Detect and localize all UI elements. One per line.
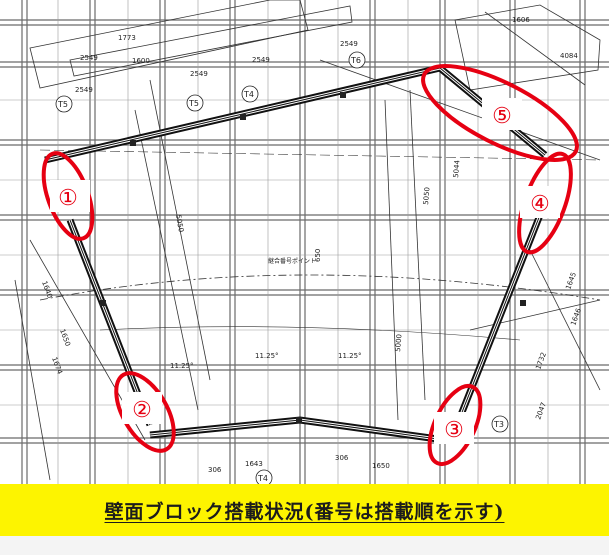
dim-bottom-2: 1643 <box>245 460 263 468</box>
dim-5050-a: 5050 <box>174 214 185 233</box>
angle-2: 11.25° <box>255 352 279 360</box>
marker-2: ② <box>132 398 152 423</box>
marker-5: ⑤ <box>492 104 512 129</box>
member-tags: T5 T5 T4 T6 T4 T3 <box>55 51 509 484</box>
structural-drawing: 1773 1600 2549 2549 2549 2549 2549 1606 … <box>0 0 609 484</box>
marker-3: ③ <box>444 418 464 443</box>
grid-rows <box>0 19 609 444</box>
angle-3: 11.25° <box>338 352 362 360</box>
dim-2549-e: 2549 <box>80 54 98 62</box>
tag-t5-a: T5 <box>57 100 68 109</box>
tag-t3: T3 <box>493 420 504 429</box>
dim-2549-b: 2549 <box>190 70 208 78</box>
block-joints <box>100 92 526 423</box>
highlight-5 <box>421 64 579 162</box>
dim-1773: 1773 <box>118 34 136 42</box>
angle-1: 11.25° <box>170 362 194 370</box>
tag-t6: T6 <box>350 56 361 65</box>
dim-5000: 5000 <box>394 334 404 352</box>
dim-left-2: 1650 <box>58 328 72 347</box>
dim-5050-b: 5050 <box>422 187 432 205</box>
dim-right-4: 2047 <box>534 401 548 420</box>
dim-right-1: 1645 <box>564 271 578 290</box>
radial-line <box>39 149 601 161</box>
dim-1606: 1606 <box>512 16 530 24</box>
dim-bottom-4: 1650 <box>372 462 390 470</box>
dim-2549-a: 2549 <box>75 86 93 94</box>
marker-4: ④ <box>530 192 550 217</box>
caption-bar: 壁面ブロック搭載状況(番号は搭載順を示す) <box>0 484 609 536</box>
tag-t5-b: T5 <box>188 99 199 108</box>
marker-1: ① <box>58 186 78 211</box>
caption-text: 壁面ブロック搭載状況(番号は搭載順を示す) <box>104 500 505 523</box>
dim-4084: 4084 <box>560 52 578 60</box>
dim-650: 650 <box>314 249 322 262</box>
grid-columns <box>21 0 586 484</box>
dim-2549-d: 2549 <box>340 40 358 48</box>
note-label: 継合番号ポイント <box>268 257 316 265</box>
dim-bottom-1: 306 <box>208 466 222 474</box>
dash-arc-lower <box>99 326 521 341</box>
dim-right-2: 1646 <box>569 307 583 327</box>
dimension-frames <box>14 0 601 481</box>
dim-bottom-3: 306 <box>335 454 349 462</box>
bottom-strip <box>0 536 609 555</box>
dim-right-3: 1732 <box>534 351 548 370</box>
dim-1600: 1600 <box>132 57 150 65</box>
dim-5044: 5044 <box>452 159 462 178</box>
tag-t4-b: T4 <box>257 474 268 483</box>
number-markers: ① ② ③ ④ ⑤ <box>50 98 560 444</box>
tag-t4-a: T4 <box>243 90 254 99</box>
dim-left-3: 1674 <box>50 356 64 376</box>
dim-2549-c: 2549 <box>252 56 270 64</box>
